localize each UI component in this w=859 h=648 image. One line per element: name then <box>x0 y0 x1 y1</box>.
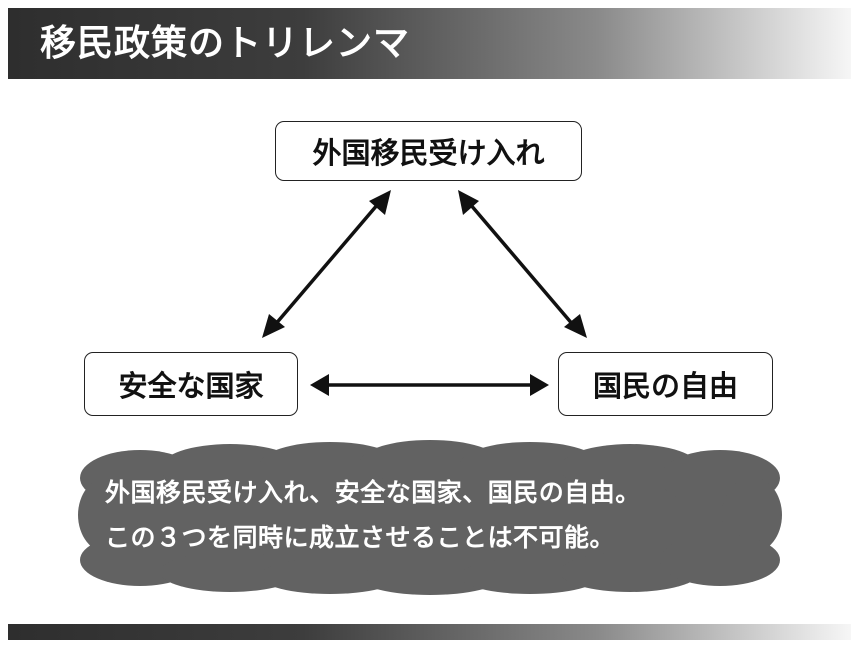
arrow-top-left <box>262 190 391 338</box>
conclusion-line-2: この３つを同時に成立させることは不可能。 <box>105 523 616 552</box>
page-title: 移民政策のトリレンマ <box>40 23 411 64</box>
footer-bar <box>8 624 851 640</box>
arrow-bottom <box>310 374 549 396</box>
node-safe-nation: 安全な国家 <box>84 352 298 416</box>
arrow-top-right <box>458 190 587 338</box>
title-bar: 移民政策のトリレンマ <box>8 8 851 79</box>
node-foreign-immigration: 外国移民受け入れ <box>275 121 582 181</box>
node-civil-liberty: 国民の自由 <box>558 352 773 416</box>
conclusion-text: 外国移民受け入れ、安全な国家、国民の自由。 この３つを同時に成立させることは不可… <box>105 470 785 560</box>
conclusion-line-1: 外国移民受け入れ、安全な国家、国民の自由。 <box>105 478 641 507</box>
